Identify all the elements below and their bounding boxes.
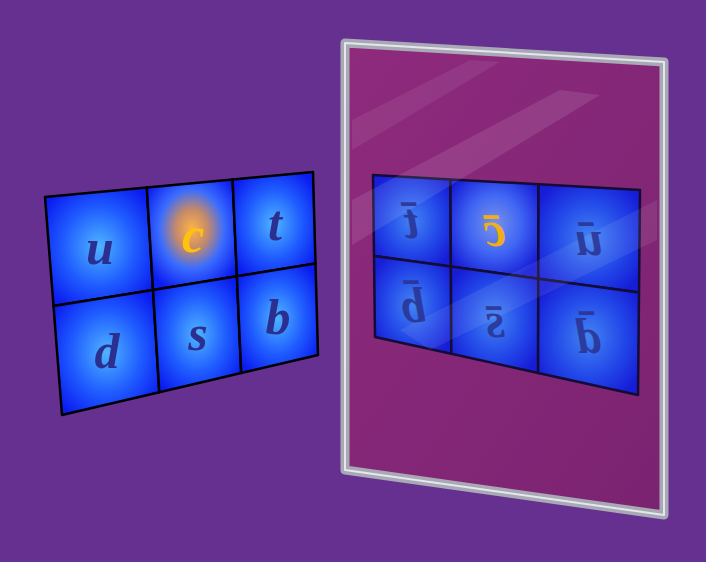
quark-cell: t [250,194,300,252]
quark-cell: u [75,218,125,276]
quark-symbol: c [182,210,204,260]
quark-symbol: d [95,326,120,376]
antiquark-symbol: ū [575,213,603,263]
mirror [345,43,664,515]
quark-cell: c [168,206,218,264]
quark-symbol: s [188,308,207,358]
antiquark-cell: s̄ [470,291,520,349]
quark-symbol: u [86,222,114,272]
quark-symbol: b [266,292,291,342]
antiquark-cell: ū [564,209,614,267]
quark-cell: b [253,288,303,346]
quark-cell: s [173,304,223,362]
antiquark-cell: b̄ [388,276,438,334]
antiquark-symbol: b̄ [401,280,426,330]
antiquark-symbol: t̄ [405,196,419,246]
antiquark-cell: t̄ [387,192,437,250]
antiquark-symbol: d̄ [576,311,601,361]
antiquark-symbol: c̄ [483,204,505,254]
glass-reflection [352,60,657,350]
antiquark-cell: d̄ [563,307,613,365]
quark-symbol: t [268,198,282,248]
antiquark-symbol: s̄ [485,295,504,345]
quark-cell: d [82,322,132,380]
antiquark-cell: c̄ [469,200,519,258]
quark-panel [45,172,318,415]
